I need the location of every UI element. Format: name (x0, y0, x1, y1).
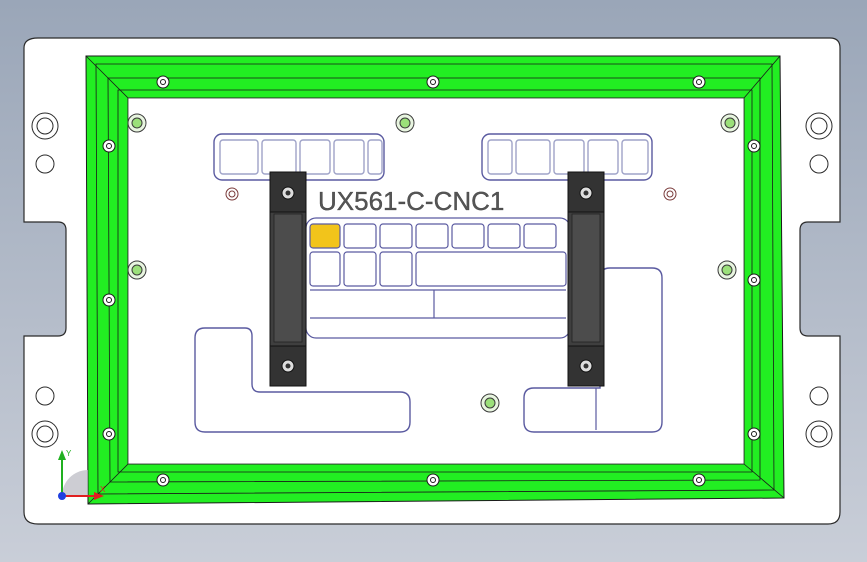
locating-pin (480, 393, 500, 413)
keyboard-pocket-right (481, 133, 653, 181)
part-label: UX561-C-CNC1 (318, 186, 504, 216)
axis-triad[interactable]: Y X (58, 449, 106, 500)
dowel-holes (225, 187, 677, 201)
mount-hole (35, 154, 55, 174)
triad-y-label: Y (66, 449, 72, 458)
main-pocket (194, 327, 411, 433)
mount-hole (809, 386, 829, 406)
mount-hole (35, 386, 55, 406)
triad-disc (62, 470, 88, 496)
locating-pin (395, 113, 415, 133)
mount-holes-left (31, 112, 59, 448)
inner-plate (127, 97, 745, 465)
mount-holes-right (805, 112, 833, 448)
key-grid (305, 217, 597, 430)
frame-screws (102, 75, 761, 487)
triad-origin (58, 492, 66, 500)
locating-pin (720, 113, 740, 133)
locating-pins (127, 113, 740, 413)
locating-pin (127, 113, 147, 133)
clamp-right[interactable] (567, 171, 605, 387)
triad-x-label: X (100, 485, 106, 494)
locating-pin (717, 260, 737, 280)
locating-pin (127, 260, 147, 280)
frame-bevels (85, 55, 785, 505)
mount-hole (809, 154, 829, 174)
clamp-left[interactable] (269, 171, 307, 387)
